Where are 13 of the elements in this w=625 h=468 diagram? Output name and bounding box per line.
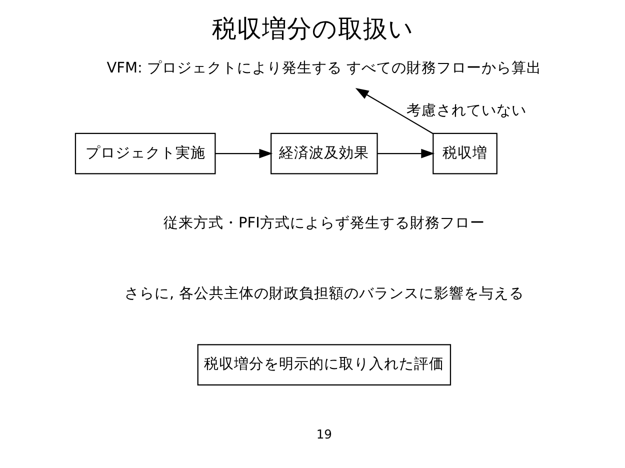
arrow	[214, 148, 272, 158]
node-box: プロジェクト実施	[74, 132, 216, 174]
label: さらに, 各公共主体の財政負担額のバランスに影響を与える	[124, 286, 524, 302]
node-box: 税収増	[432, 132, 497, 174]
label: 19	[316, 427, 332, 442]
node-box: 経済波及効果	[270, 132, 378, 174]
node-box: 税収増分を明示的に取り入れた評価	[196, 344, 451, 386]
edge-label: 考慮されていない	[406, 102, 526, 119]
node-text: VFM: プロジェクトにより発生する すべての財務フローから算出	[106, 60, 542, 76]
arrow	[377, 148, 434, 158]
label: 従来方式・PFI方式によらず発生する財務フロー	[162, 216, 484, 232]
diagram-title: 税収増分の取扱い	[212, 14, 414, 43]
arrow	[354, 88, 433, 134]
